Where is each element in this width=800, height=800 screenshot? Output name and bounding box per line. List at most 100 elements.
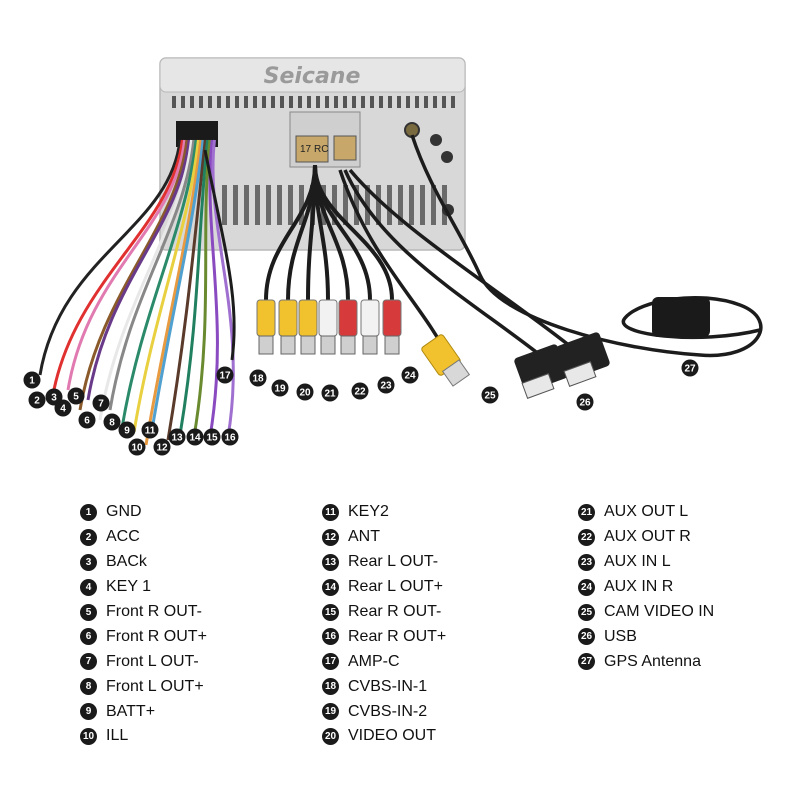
marker-circle [92,394,110,412]
vent-slot [343,96,347,108]
marker-number: 20 [299,388,311,399]
marker-circle [221,428,239,446]
marker-number: 2 [34,396,40,407]
rca-harness-plug [295,135,329,163]
diagram-marker: 1 [23,371,41,389]
diagram-marker: 18 [249,369,267,387]
rca-plug-tip [300,335,316,355]
legend-label: Front L OUT- [106,652,199,670]
legend-item: 14 Rear L OUT+ [322,575,572,600]
rca-cable [313,164,394,301]
marker-circle [296,383,314,401]
marker-number: 5 [73,392,79,403]
vent-slots-top [172,96,455,108]
legend-number-badge: 11 [322,503,339,521]
diagram-marker: 27 [681,359,699,377]
marker-circle [351,382,369,400]
vent-slot [376,185,381,225]
marker-circle [216,366,234,384]
marker-circle [249,369,267,387]
rca-plug [382,299,402,337]
iso-wire [132,139,200,433]
legend-number-badge: 25 [578,603,595,621]
diagram-marker: 23 [377,376,395,394]
marker-circle [271,379,289,397]
legend-label: USB [604,627,637,645]
legend-label: ILL [106,727,129,745]
mount-hole-1 [430,134,442,146]
legend-number-badge: 20 [322,727,339,745]
legend-number-badge: 7 [80,653,97,671]
diagram-marker: 19 [271,379,289,397]
rca-plug-tip [320,335,336,355]
legend-number-badge: 14 [322,578,339,596]
vent-slot [222,185,227,225]
vent-slot [433,96,437,108]
diagram-marker: 10 [128,438,146,456]
vent-slot [387,185,392,225]
vent-slot [379,96,383,108]
marker-number: 23 [380,381,392,392]
legend-number-badge: 1 [80,503,97,521]
vent-slot [280,96,284,108]
legend-label: Rear R OUT- [348,603,442,620]
rca-plug [338,299,358,337]
diagram-marker: 25 [481,386,499,404]
legend-label: Rear L OUT+ [348,578,443,596]
marker-number: 3 [51,393,57,404]
rca-plug [278,299,298,337]
legend-number-badge: 3 [80,553,97,571]
legend-number-badge: 22 [578,528,595,546]
rca-plug [360,299,380,337]
legend-number-badge: 8 [80,678,97,696]
marker-circle [128,438,146,456]
marker-circle [203,428,221,446]
legend-item: 7 Front L OUT- [80,649,330,674]
vent-slot [388,96,392,108]
marker-number: 1 [29,376,35,387]
marker-number: 21 [324,389,336,400]
diagram-marker: 9 [118,421,136,439]
iso-wire [120,139,198,429]
legend-number-badge: 9 [80,703,97,721]
diagram-marker: 26 [576,393,594,411]
rca-plug-tip [280,335,296,355]
diagram-marker: 22 [351,382,369,400]
diagram-marker: 8 [103,413,121,431]
iso-wire [38,139,182,376]
marker-number: 6 [84,416,90,427]
vent-slot [442,96,446,108]
vent-slot [190,96,194,108]
amp-wire [203,149,236,361]
diagram-marker: 16 [221,428,239,446]
diagram-marker: 15 [203,428,221,446]
legend-number-badge: 5 [80,603,97,621]
marker-circle [54,399,72,417]
iso-wire [86,139,191,401]
diagram-marker: 13 [168,428,186,446]
legend-label: Front R OUT+ [106,627,207,645]
vent-slot [451,96,455,108]
usb-plugs [514,332,610,399]
marker-circle [153,438,171,456]
legend-label: CVBS-IN-1 [348,677,428,695]
diagram-marker: 14 [186,428,204,446]
antenna-socket [404,122,420,138]
legend-label: VIDEO OUT [348,727,437,745]
